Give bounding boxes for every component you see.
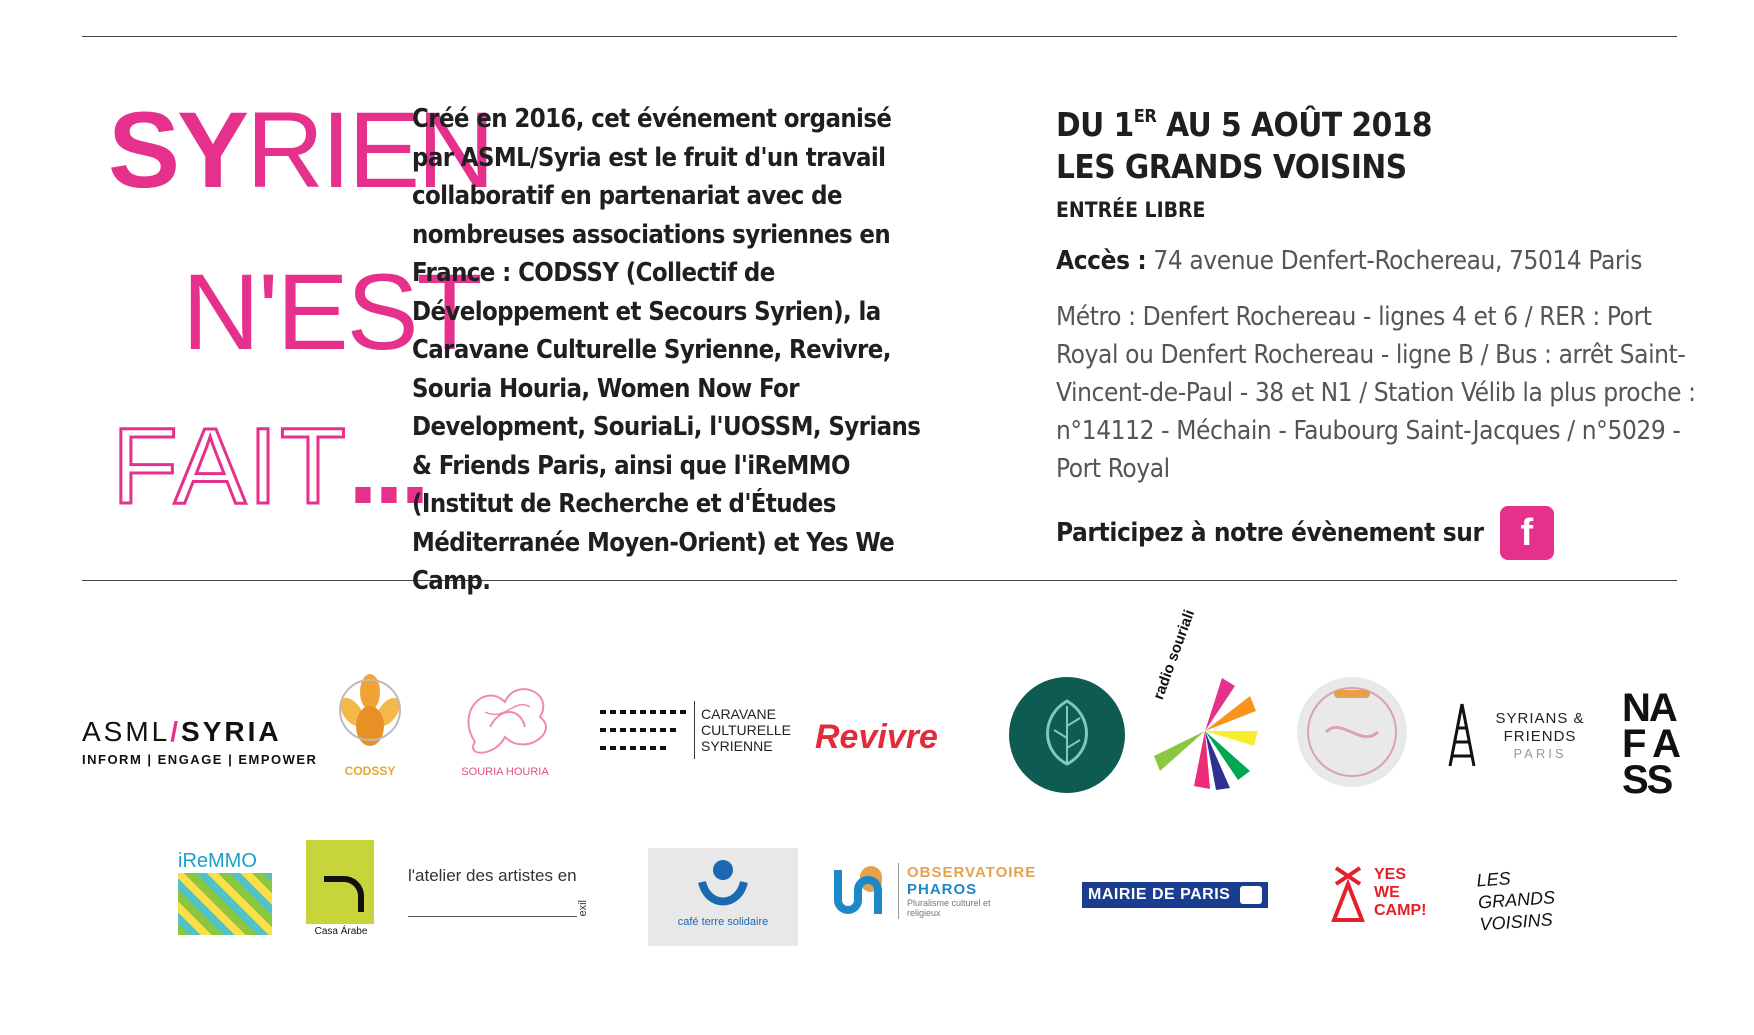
- facebook-row: Participez à notre évènement sur f: [1056, 506, 1696, 560]
- casa-arabe-text: Casa Árabe: [314, 926, 368, 937]
- color-burst-icon: [1154, 678, 1258, 790]
- event-venue: LES GRANDS VOISINS: [1056, 147, 1407, 186]
- date-prefix: DU 1: [1056, 105, 1134, 144]
- syrians-friends-text: SYRIANS & FRIENDS: [1495, 709, 1585, 745]
- caravane-logo: CARAVANE CULTURELLE SYRIENNE: [598, 700, 791, 760]
- casa-arabe-arch: [324, 876, 364, 912]
- asml-syria-logo: ASML/SYRIA INFORM | ENGAGE | EMPOWER: [82, 716, 317, 767]
- pharos-logo: OBSERVATOIRE PHAROS Pluralisme culturel …: [830, 860, 1036, 922]
- cafe-people-icon: [698, 860, 748, 906]
- facebook-text: Participez à notre évènement sur: [1056, 518, 1484, 548]
- atelier-logo: l'atelier des artistes en exil: [408, 866, 589, 917]
- asml-tagline: INFORM | ENGAGE | EMPOWER: [82, 752, 318, 767]
- title-line-3: FAIT...: [110, 410, 430, 521]
- iremmo-text: iReMMO: [178, 850, 257, 872]
- revivre-logo: Revivre: [815, 718, 938, 756]
- pharos-text-3: Pluralisme culturel et religieux: [907, 898, 991, 918]
- title-rest-part: RIEN: [246, 89, 495, 210]
- title-fait: FAIT: [110, 405, 349, 526]
- pharos-text-2: PHAROS: [907, 881, 978, 898]
- title-bold-part: SY: [108, 89, 249, 210]
- middle-divider: [82, 580, 1677, 581]
- camp-text: CAMP!: [1374, 902, 1427, 919]
- casa-arabe-square: [306, 840, 374, 924]
- mairie-de-paris-logo: MAIRIE DE PARIS: [1082, 882, 1269, 908]
- codssy-text: CODSSY: [344, 764, 396, 778]
- date-suffix: AU 5 AOÛT 2018: [1156, 105, 1433, 144]
- access-label: Accès :: [1056, 246, 1147, 276]
- caravane-text: CARAVANE CULTURELLE SYRIENNE: [701, 706, 791, 754]
- date-sup: ER: [1133, 106, 1157, 127]
- access-address: Accès : 74 avenue Denfert-Rochereau, 750…: [1056, 246, 1696, 276]
- uossm-circle-icon: [1297, 677, 1407, 787]
- event-info: DU 1ER AU 5 AOÛT 2018 LES GRANDS VOISINS…: [1056, 96, 1696, 560]
- pharos-text-1: OBSERVATOIRE: [907, 864, 1037, 881]
- grands-voisins-logo: LES GRANDS VOISINS: [1475, 868, 1556, 935]
- women-now-logo: [1008, 676, 1126, 798]
- facebook-icon[interactable]: f: [1499, 506, 1554, 560]
- souria-houria-text: SOURIA HOURIA: [461, 766, 549, 778]
- souria-houria-logo: SOURIA HOURIA: [445, 672, 565, 778]
- flower-drawing-icon: [467, 688, 547, 754]
- uossm-logo: [1296, 676, 1408, 792]
- codssy-flower-icon: [339, 674, 401, 746]
- iremmo-logo: iReMMO: [178, 850, 272, 935]
- title-line-2: N'EST: [182, 251, 483, 372]
- pharos-knot-icon: [834, 866, 882, 914]
- nafass-logo: NAF ASS: [1622, 686, 1681, 802]
- entry-free: ENTRÉE LIBRE: [1056, 198, 1206, 222]
- mairie-text: MAIRIE DE PARIS: [1088, 886, 1231, 903]
- leaf-circle-icon: [1009, 677, 1125, 793]
- codssy-logo: CODSSY: [330, 670, 410, 778]
- yes-text: YES: [1374, 866, 1407, 883]
- yes-we-camp-logo: YES WE CAMP!: [1330, 862, 1426, 924]
- atelier-text: l'atelier des artistes en: [408, 866, 577, 917]
- radio-souriali-logo: radio souriali: [1150, 607, 1260, 795]
- syrians-friends-logo: SYRIANS & FRIENDS PARIS: [1444, 702, 1586, 768]
- transport-info: Métro : Denfert Rochereau - lignes 4 et …: [1056, 302, 1696, 484]
- syrians-paris-text: PARIS: [1513, 745, 1567, 761]
- event-date: DU 1ER AU 5 AOÛT 2018: [1056, 96, 1696, 146]
- cafe-terre-solidaire-logo: café terre solidaire: [648, 848, 798, 946]
- arabic-calligraphy-icon: [600, 710, 686, 750]
- event-description: Créé en 2016, cet événement organisé par…: [412, 104, 921, 596]
- tent-icon: [1331, 866, 1365, 922]
- asml-text: ASML: [82, 716, 171, 747]
- iremmo-pattern: [178, 873, 272, 935]
- mairie-emblem-icon: [1240, 886, 1263, 904]
- title-line-1: SYRIEN: [108, 96, 495, 204]
- asml-syria-text: SYRIA: [181, 716, 282, 747]
- asml-slash: /: [170, 716, 182, 747]
- access-value: 74 avenue Denfert-Rochereau, 75014 Paris: [1146, 246, 1642, 276]
- eiffel-tower-icon: [1448, 703, 1476, 767]
- cafe-text: café terre solidaire: [677, 916, 769, 928]
- atelier-side-text: exil: [576, 900, 589, 917]
- casa-arabe-logo: Casa Árabe: [306, 840, 376, 937]
- we-text: WE: [1374, 884, 1400, 901]
- title-dots: ...: [348, 405, 430, 526]
- top-divider: [82, 36, 1677, 37]
